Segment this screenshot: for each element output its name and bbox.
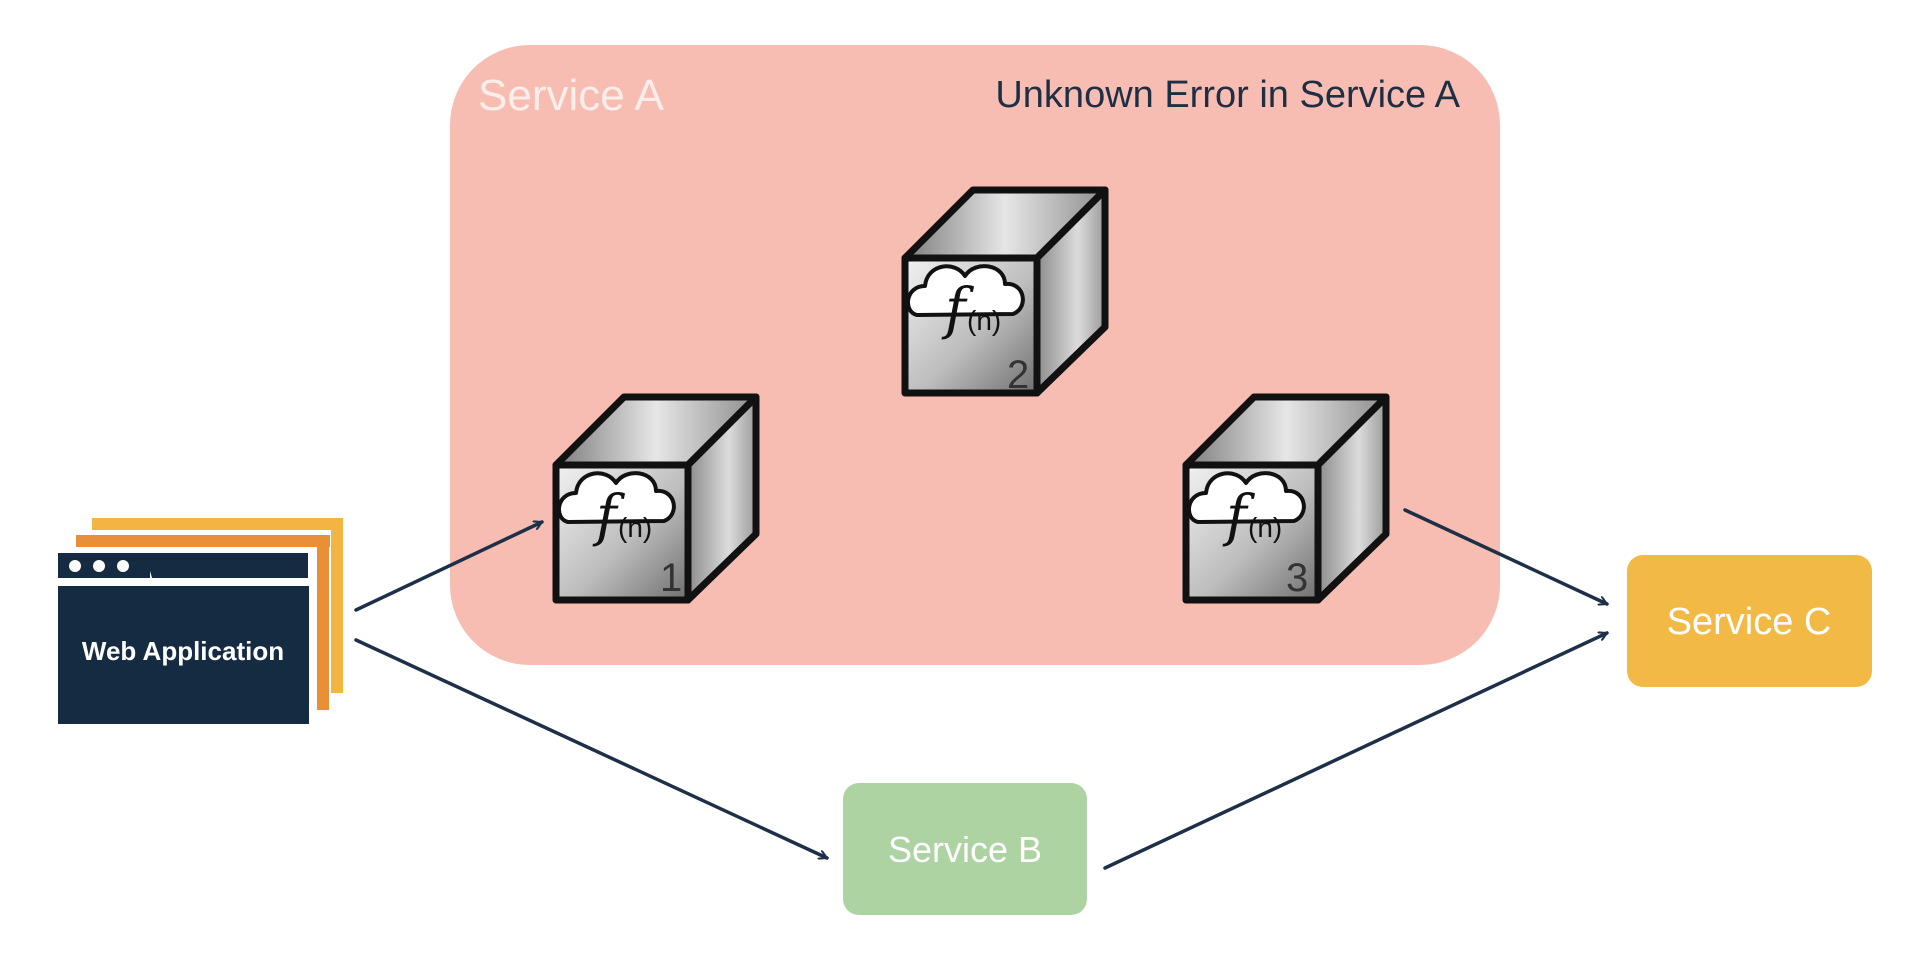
browser-window-icon [58, 518, 343, 724]
arrow-function-3-to-service-c [1403, 508, 1609, 606]
function-cube-3[interactable]: f (n) 3 [1182, 393, 1390, 604]
function-subscript: (n) [1248, 512, 1282, 543]
service-c-node[interactable]: Service C [1627, 555, 1872, 687]
function-subscript: (n) [967, 305, 1001, 336]
function-cloud-icon: f (n) [557, 471, 676, 549]
window-dot-icon [117, 560, 129, 572]
function-subscript: (n) [618, 512, 652, 543]
error-status-text: Unknown Error in Service A [995, 74, 1460, 116]
cube-number: 2 [1007, 353, 1029, 397]
window-stack-orange-top [76, 535, 330, 547]
service-b-label: Service B [888, 829, 1042, 870]
arrow-webapp-to-function-1 [354, 520, 544, 612]
cube-number: 3 [1286, 556, 1308, 600]
cube-number: 1 [660, 556, 682, 600]
connections [354, 508, 1609, 870]
service-b-node[interactable]: Service B [843, 783, 1087, 915]
window-stack-yellow-top [92, 518, 343, 530]
function-cube-2[interactable]: f (n) 2 [901, 186, 1109, 397]
function-cloud-icon: f (n) [1187, 471, 1306, 549]
window-stack-yellow-side [331, 518, 343, 693]
service-b-box [843, 783, 1087, 915]
function-cloud-icon: f (n) [906, 264, 1025, 342]
web-application-label: Web Application [82, 636, 284, 666]
service-a-title: Service A [478, 71, 665, 120]
window-stack-orange-side [317, 535, 329, 710]
window-dot-icon [69, 560, 81, 572]
service-c-label: Service C [1667, 601, 1832, 643]
web-application-node[interactable]: Web Application [58, 518, 343, 724]
window-dot-icon [93, 560, 105, 572]
arrow-webapp-to-service-b [354, 638, 829, 860]
browser-window-body [58, 586, 309, 724]
arrow-service-b-to-service-c [1103, 631, 1609, 870]
function-cube-1[interactable]: f (n) 1 [552, 393, 760, 604]
browser-tab-bar [58, 553, 308, 578]
service-c-box [1627, 555, 1872, 687]
